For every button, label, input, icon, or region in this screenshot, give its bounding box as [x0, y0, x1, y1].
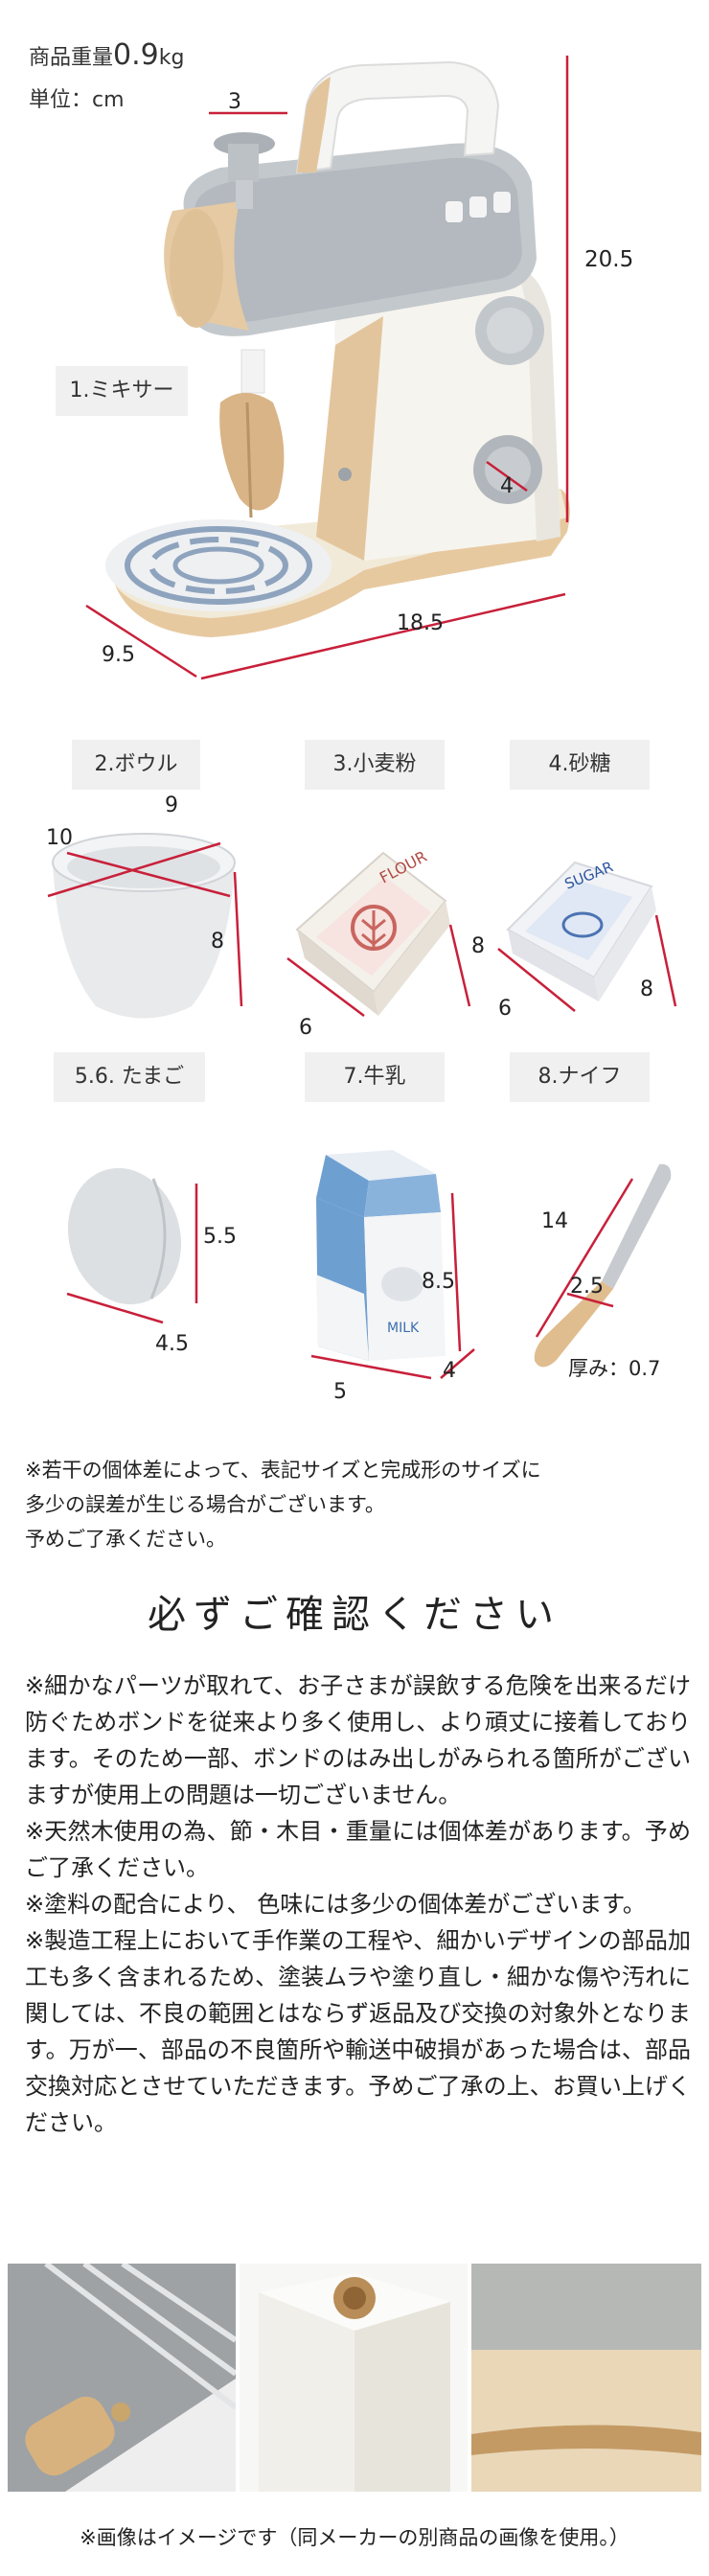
unit-info: 単位：cm: [29, 88, 125, 112]
knife-illustration: [534, 1163, 672, 1368]
egg-dim-width: 4.5: [155, 1332, 189, 1356]
sugar-label: 4.砂糖: [510, 740, 650, 790]
size-note: ※若干の個体差によって、表記サイズと完成形のサイズに 多少の誤差が生じる場合がご…: [25, 1453, 686, 1556]
photo-caption: ※画像はイメージです（同メーカーの別商品の画像を使用。）: [80, 2526, 629, 2549]
notice-body: ※細かなパーツが取れて、お子さまが誤飲する危険を出来るだけ防ぐためボンドを従来よ…: [25, 1668, 691, 2141]
knife-dim-thickness: 厚み：0.7: [568, 1357, 661, 1380]
flour-bag-illustration: FLOUR: [286, 847, 471, 1017]
weight-label: 商品重量: [29, 46, 114, 70]
knife-label: 8.ナイフ: [510, 1052, 650, 1102]
mixer-label: 1.ミキサー: [56, 366, 188, 416]
flour-label: 3.小麦粉: [305, 740, 445, 790]
size-note-line-3: 予めご了承ください。: [25, 1528, 226, 1551]
milk-dim-width: 5: [333, 1380, 347, 1404]
notice-paragraph-4: ※製造工程上において手作業の工程や、細かいデザインの部品加工も多く含まれるため、…: [25, 1927, 691, 2136]
weight-unit: kg: [158, 46, 185, 70]
mixer-dim-height: 20.5: [584, 247, 634, 272]
mixer-top-knob: [214, 132, 275, 209]
mixer-column: [316, 254, 560, 561]
size-note-line-1: ※若干の個体差によって、表記サイズと完成形のサイズに: [25, 1459, 541, 1482]
mixer-dim-top: 3: [228, 90, 241, 114]
flour-dim-width: 6: [299, 1016, 312, 1040]
mixer-dim-depth: 9.5: [102, 643, 135, 667]
mixer-illustration: [105, 60, 570, 637]
mixer-handle: [295, 60, 500, 174]
knife-dim-length: 14: [541, 1209, 568, 1233]
notice-paragraph-3: ※塗料の配合により、 色味には多少の個体差がございます。: [25, 1891, 646, 1918]
bowl-illustration: [47, 833, 243, 1019]
notice-paragraph-1: ※細かなパーツが取れて、お子さまが誤飲する危険を出来るだけ防ぐためボンドを従来よ…: [25, 1672, 691, 1808]
milk-print: MILK: [387, 1321, 420, 1336]
mixer-dim-width: 18.5: [397, 611, 444, 635]
bowl-dim-diameter: 9: [165, 794, 178, 817]
bowl-dim-height: 8: [211, 930, 224, 954]
size-note-line-2: 多少の誤差が生じる場合がございます。: [25, 1493, 385, 1516]
bowl-dim-rim: 10: [46, 826, 73, 850]
milk-label: 7.牛乳: [305, 1052, 445, 1102]
mixer-dim-knob: 4: [500, 474, 514, 498]
milk-dim-height: 8.5: [422, 1270, 455, 1294]
sugar-bag-illustration: SUGAR: [497, 858, 677, 1012]
photo-wood-edge: [471, 2264, 701, 2492]
milk-carton-illustration: MILK: [310, 1150, 475, 1380]
knife-dim-width: 2.5: [570, 1275, 604, 1299]
flour-dim-height: 8: [471, 934, 485, 958]
weight-info: 商品重量0.9kg: [29, 38, 184, 72]
milk-dim-depth: 4: [443, 1359, 456, 1383]
bowl-label: 2.ボウル: [72, 740, 200, 790]
notice-heading: 必ずご確認ください: [148, 1593, 561, 1637]
mixer-whisk: [219, 349, 285, 518]
egg-dim-height: 5.5: [203, 1225, 237, 1249]
egg-illustration: [66, 1167, 198, 1324]
weight-value: 0.9: [113, 38, 159, 72]
notice-paragraph-2: ※天然木使用の為、節・木目・重量には個体差があります。予めご了承ください。: [25, 1818, 691, 1881]
photo-glue-detail: [8, 2264, 236, 2492]
egg-label: 5.6. たまご: [54, 1052, 205, 1102]
photo-wood-cube: [240, 2264, 468, 2492]
mixer-head: [164, 143, 537, 336]
mixer-dimension-lines: [85, 56, 569, 680]
sugar-dim-width: 6: [498, 997, 512, 1021]
sugar-dim-height: 8: [640, 978, 653, 1001]
